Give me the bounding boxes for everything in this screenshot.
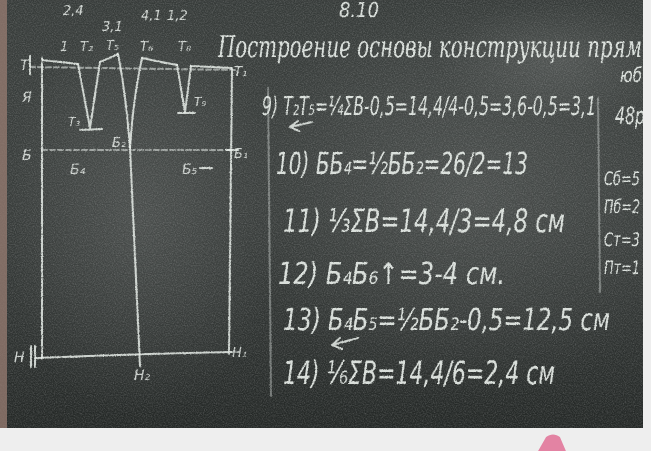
point-label: Т₈ (178, 40, 191, 55)
front-side-seam (129, 57, 143, 149)
point-label: Т₃ (68, 115, 80, 129)
point-label: Б₄ (70, 162, 86, 178)
skirt-draft-diagram: 2,4 3,1 4,1 1,2 Т 1 Т₂ Т₅ Т₆ Т₈ Т₁ Т₃ Т₉… (14, 4, 248, 384)
formula-step-14: 14) ⅙ΣВ=14,4/6=2,4 см (283, 354, 555, 392)
point-label: Т₂ (80, 40, 93, 55)
side-seam-line (129, 147, 141, 367)
point-label: Т₉ (194, 95, 206, 109)
waist-construction-line (29, 66, 237, 71)
bottom-photo-margin (0, 428, 538, 451)
measurement-entry: Ст=3 (604, 229, 640, 251)
measurement-entry: Сб=5 (604, 168, 640, 190)
measurement-entry: Пб=2 (604, 196, 640, 218)
point-label: Т₅ (106, 39, 119, 54)
arrow-left-icon (289, 120, 313, 132)
point-label: Б (22, 148, 32, 164)
back-side-seam (117, 53, 131, 149)
point-label: Б₂ (112, 136, 126, 151)
formula-step-11: 11) ⅓ΣВ=14,4/3=4,8 см (283, 202, 565, 240)
dimension-label: 4,1 (141, 9, 162, 24)
dimension-label: 2,4 (63, 4, 84, 19)
formula-margin-line (267, 87, 272, 397)
point-label: Н₁ (232, 346, 247, 361)
formula-list: 9) Т₂Т₅=¼ΣВ-0,5=14,4/4-0,5=3,6-0,5=3,1 1… (262, 87, 610, 397)
measurement-entry: Пт=1 (604, 257, 640, 279)
back-waist-dart (77, 61, 101, 129)
lesson-date: 8.10 (339, 0, 379, 22)
point-label: Б₅ (182, 162, 198, 178)
center-front-line (228, 67, 233, 355)
back-waist-curve (41, 53, 119, 65)
measurement-column-divider (597, 97, 601, 293)
left-frame-edge (0, 0, 7, 428)
hem-line (35, 351, 233, 359)
dimension-label: 1,2 (167, 9, 188, 24)
formula-step-13: 13) Б₄Б₅=½ББ₂-0,5=12,5 см (283, 303, 610, 338)
corner-note-size: 48р (615, 102, 645, 130)
point-label: Н₂ (134, 368, 151, 384)
point-label: Т₁ (234, 65, 247, 80)
bottom-photo-margin (538, 428, 566, 451)
point-label: Я (21, 90, 32, 106)
arrow-left-icon (331, 337, 359, 350)
pink-chalk-piece (538, 434, 566, 451)
right-photo-margin (643, 0, 651, 451)
board-grain (0, 0, 643, 428)
hem-tick-marks (30, 345, 36, 368)
corner-note-skirt: юб (620, 63, 642, 87)
bottom-photo-margin (566, 428, 643, 451)
point-label: 1 (60, 40, 68, 55)
point-label: Б₁ (234, 147, 248, 162)
point-label: Н (14, 350, 25, 366)
point-label: Т (20, 58, 30, 74)
point-label: Т₆ (140, 40, 153, 55)
front-waist-curve (141, 57, 233, 69)
formula-step-9: 9) Т₂Т₅=¼ΣВ-0,5=14,4/4-0,5=3,6-0,5=3,1 (262, 92, 596, 122)
formula-step-12: 12) Б₄Б₆↑=3-4 см. (278, 257, 505, 292)
board-header: 8.10 Построение основы конструкции прям … (217, 0, 645, 130)
formula-step-10: 10) ББ₄=½ББ₂=26/2=13 (276, 147, 528, 182)
back-dart-level-line (79, 128, 103, 131)
dimension-label: 3,1 (102, 20, 123, 35)
measurement-column: Сб=5 Пб=2 Ст=3 Пт=1 (604, 168, 640, 279)
lesson-title: Построение основы конструкции прям (217, 30, 642, 65)
